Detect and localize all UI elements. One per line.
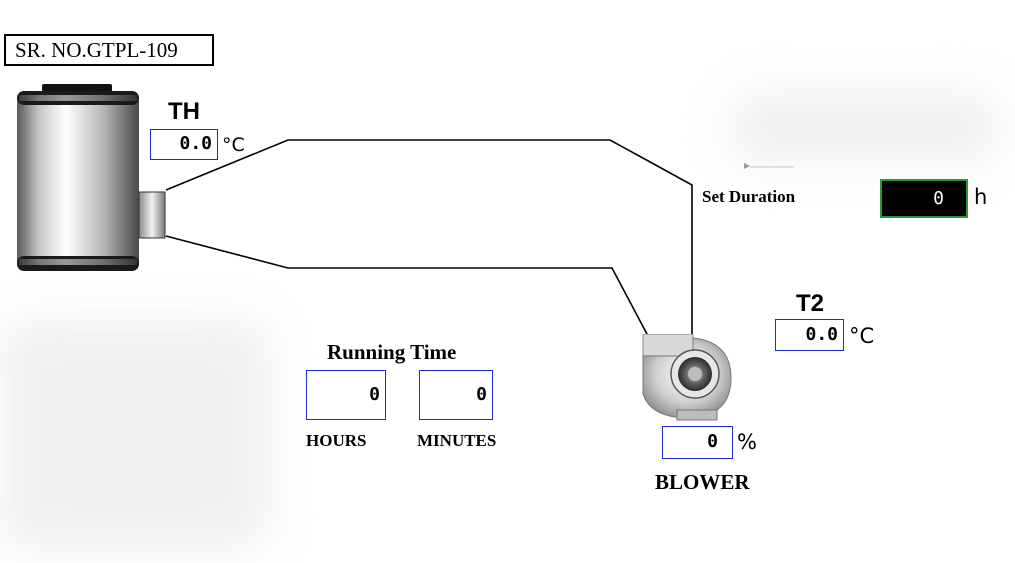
background-blur-top-right — [730, 92, 1000, 162]
blower-unit: % — [737, 430, 757, 454]
set-duration-unit: h — [974, 185, 988, 209]
blower-label: BLOWER — [655, 470, 750, 494]
th-unit: °C — [222, 134, 245, 156]
running-time-title: Running Time — [327, 340, 457, 364]
th-label: TH — [168, 98, 200, 125]
t2-label: T2 — [796, 290, 825, 317]
hours-label: HOURS — [306, 431, 367, 450]
t2-temperature-display: 0.0 — [775, 319, 844, 351]
set-duration-label: Set Duration — [702, 187, 796, 206]
faint-indicator — [744, 156, 794, 169]
t2-unit: °C — [849, 324, 875, 348]
background-blur-bottom-left — [0, 320, 270, 550]
running-minutes-display: 0 — [419, 370, 493, 420]
heater-cylinder-icon — [17, 84, 166, 271]
minutes-label: MINUTES — [417, 431, 497, 450]
blower-fan-icon — [642, 334, 732, 421]
th-temperature-display: 0.0 — [150, 129, 218, 160]
blower-speed-input[interactable]: 0 — [662, 426, 733, 459]
serial-number-label: SR. NO.GTPL-109 — [4, 34, 214, 66]
set-duration-input[interactable]: 0 — [880, 179, 968, 218]
running-hours-display: 0 — [306, 370, 386, 420]
